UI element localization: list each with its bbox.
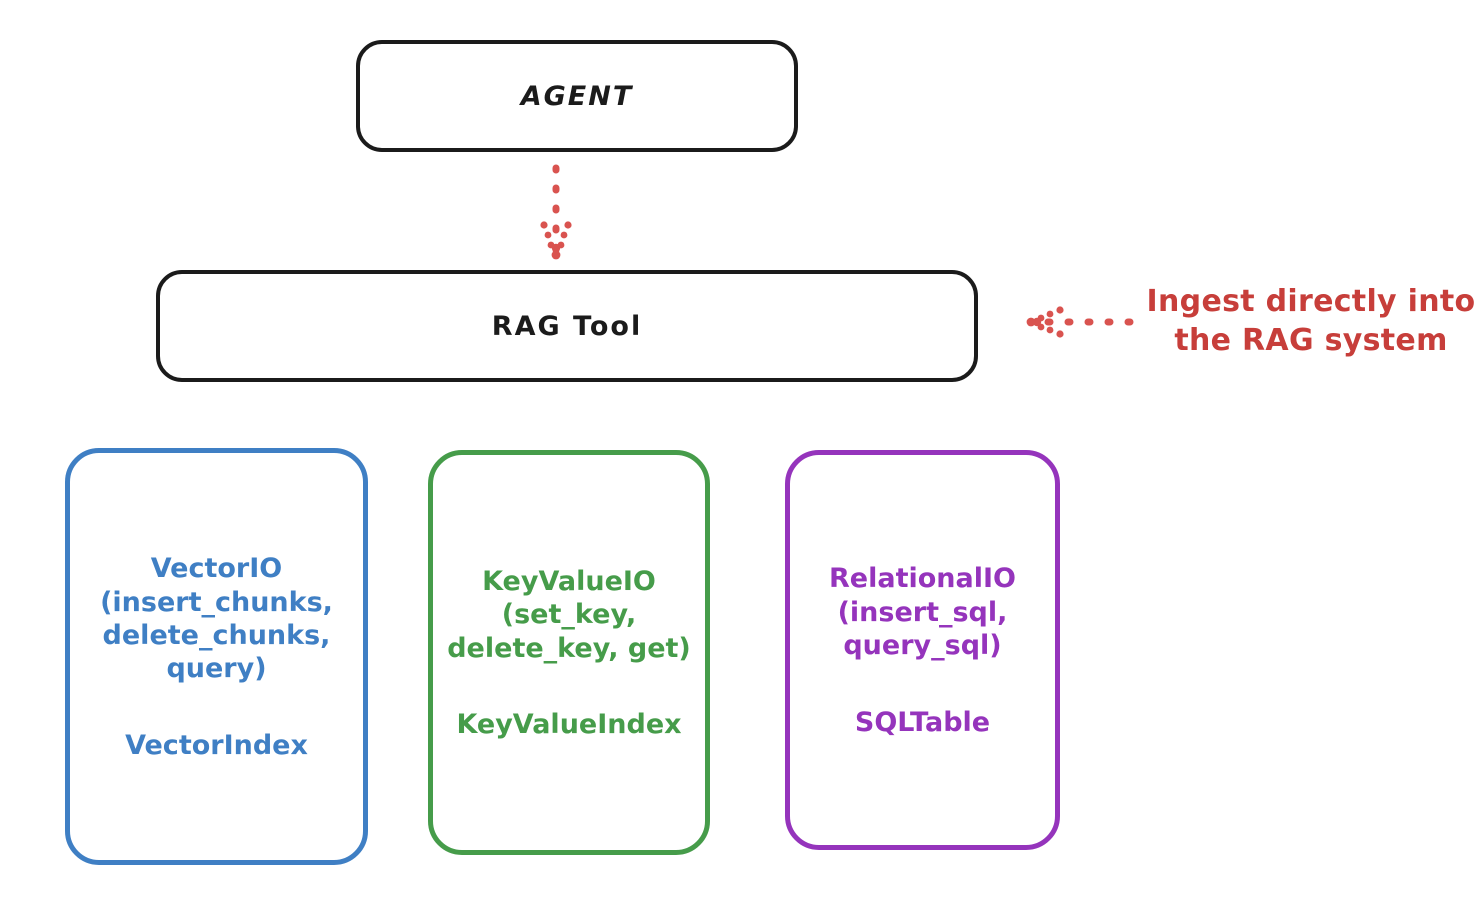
connector-annotation-to-rag-tool — [1026, 306, 1144, 338]
node-relational-io[interactable]: RelationalIO (insert_sql, query_sql) SQL… — [785, 450, 1060, 850]
connector-agent-to-rag-tool — [540, 164, 572, 260]
node-relational-io-api: RelationalIO (insert_sql, query_sql) — [829, 563, 1016, 662]
annotation-ingest-directly: Ingest directly into the RAG system — [1146, 284, 1476, 358]
node-vector-io[interactable]: VectorIO (insert_chunks, delete_chunks, … — [65, 448, 368, 865]
node-agent-label: AGENT — [520, 80, 634, 112]
node-key-value-io-api: KeyValueIO (set_key, delete_key, get) — [447, 565, 691, 664]
node-rag-tool-label: RAG Tool — [491, 310, 643, 342]
node-key-value-io-index: KeyValueIndex — [456, 709, 682, 741]
node-vector-io-index: VectorIndex — [125, 729, 308, 761]
node-key-value-io[interactable]: KeyValueIO (set_key, delete_key, get) Ke… — [428, 450, 710, 855]
node-rag-tool[interactable]: RAG Tool — [156, 270, 978, 382]
node-relational-io-index: SQLTable — [854, 706, 991, 738]
node-vector-io-api: VectorIO (insert_chunks, delete_chunks, … — [100, 553, 333, 685]
node-agent[interactable]: AGENT — [356, 40, 798, 152]
